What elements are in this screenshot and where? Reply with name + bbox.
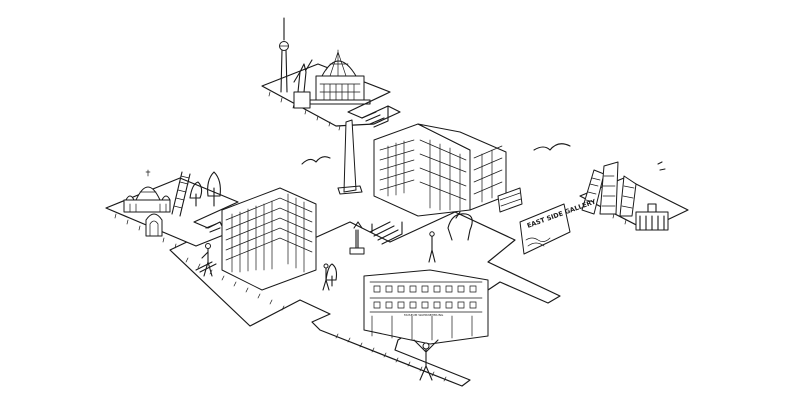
front-facade-building: MUSEUM WAHRNEHMUNG xyxy=(363,269,489,345)
bird-icon xyxy=(533,143,571,151)
facade-sign: MUSEUM WAHRNEHMUNG xyxy=(404,313,444,317)
reichstag-dome-icon xyxy=(309,49,371,105)
east-side-gallery-wall: EAST SIDE GALLERY xyxy=(519,197,597,255)
bird-icon xyxy=(301,156,331,165)
brandenburg-gate-icon xyxy=(635,203,669,231)
person-icon xyxy=(428,231,436,263)
monument-statue xyxy=(293,59,313,109)
tree-icon xyxy=(189,171,221,207)
person-icon xyxy=(201,243,213,277)
left-platform xyxy=(105,169,239,249)
abstract-sculpture xyxy=(447,211,473,241)
arch-gate xyxy=(145,213,163,237)
person-icon xyxy=(413,339,439,381)
cathedral-dome-icon xyxy=(123,169,171,213)
tall-chimney xyxy=(337,119,363,195)
modern-towers xyxy=(581,161,637,217)
street-booth xyxy=(497,187,523,213)
victory-column-icon xyxy=(349,221,365,255)
tree-icon xyxy=(325,263,338,287)
apartment-block xyxy=(195,187,317,291)
top-platform xyxy=(261,17,401,131)
tv-tower-icon xyxy=(279,17,289,93)
ladder-icon xyxy=(171,171,191,217)
right-platform xyxy=(579,161,689,231)
